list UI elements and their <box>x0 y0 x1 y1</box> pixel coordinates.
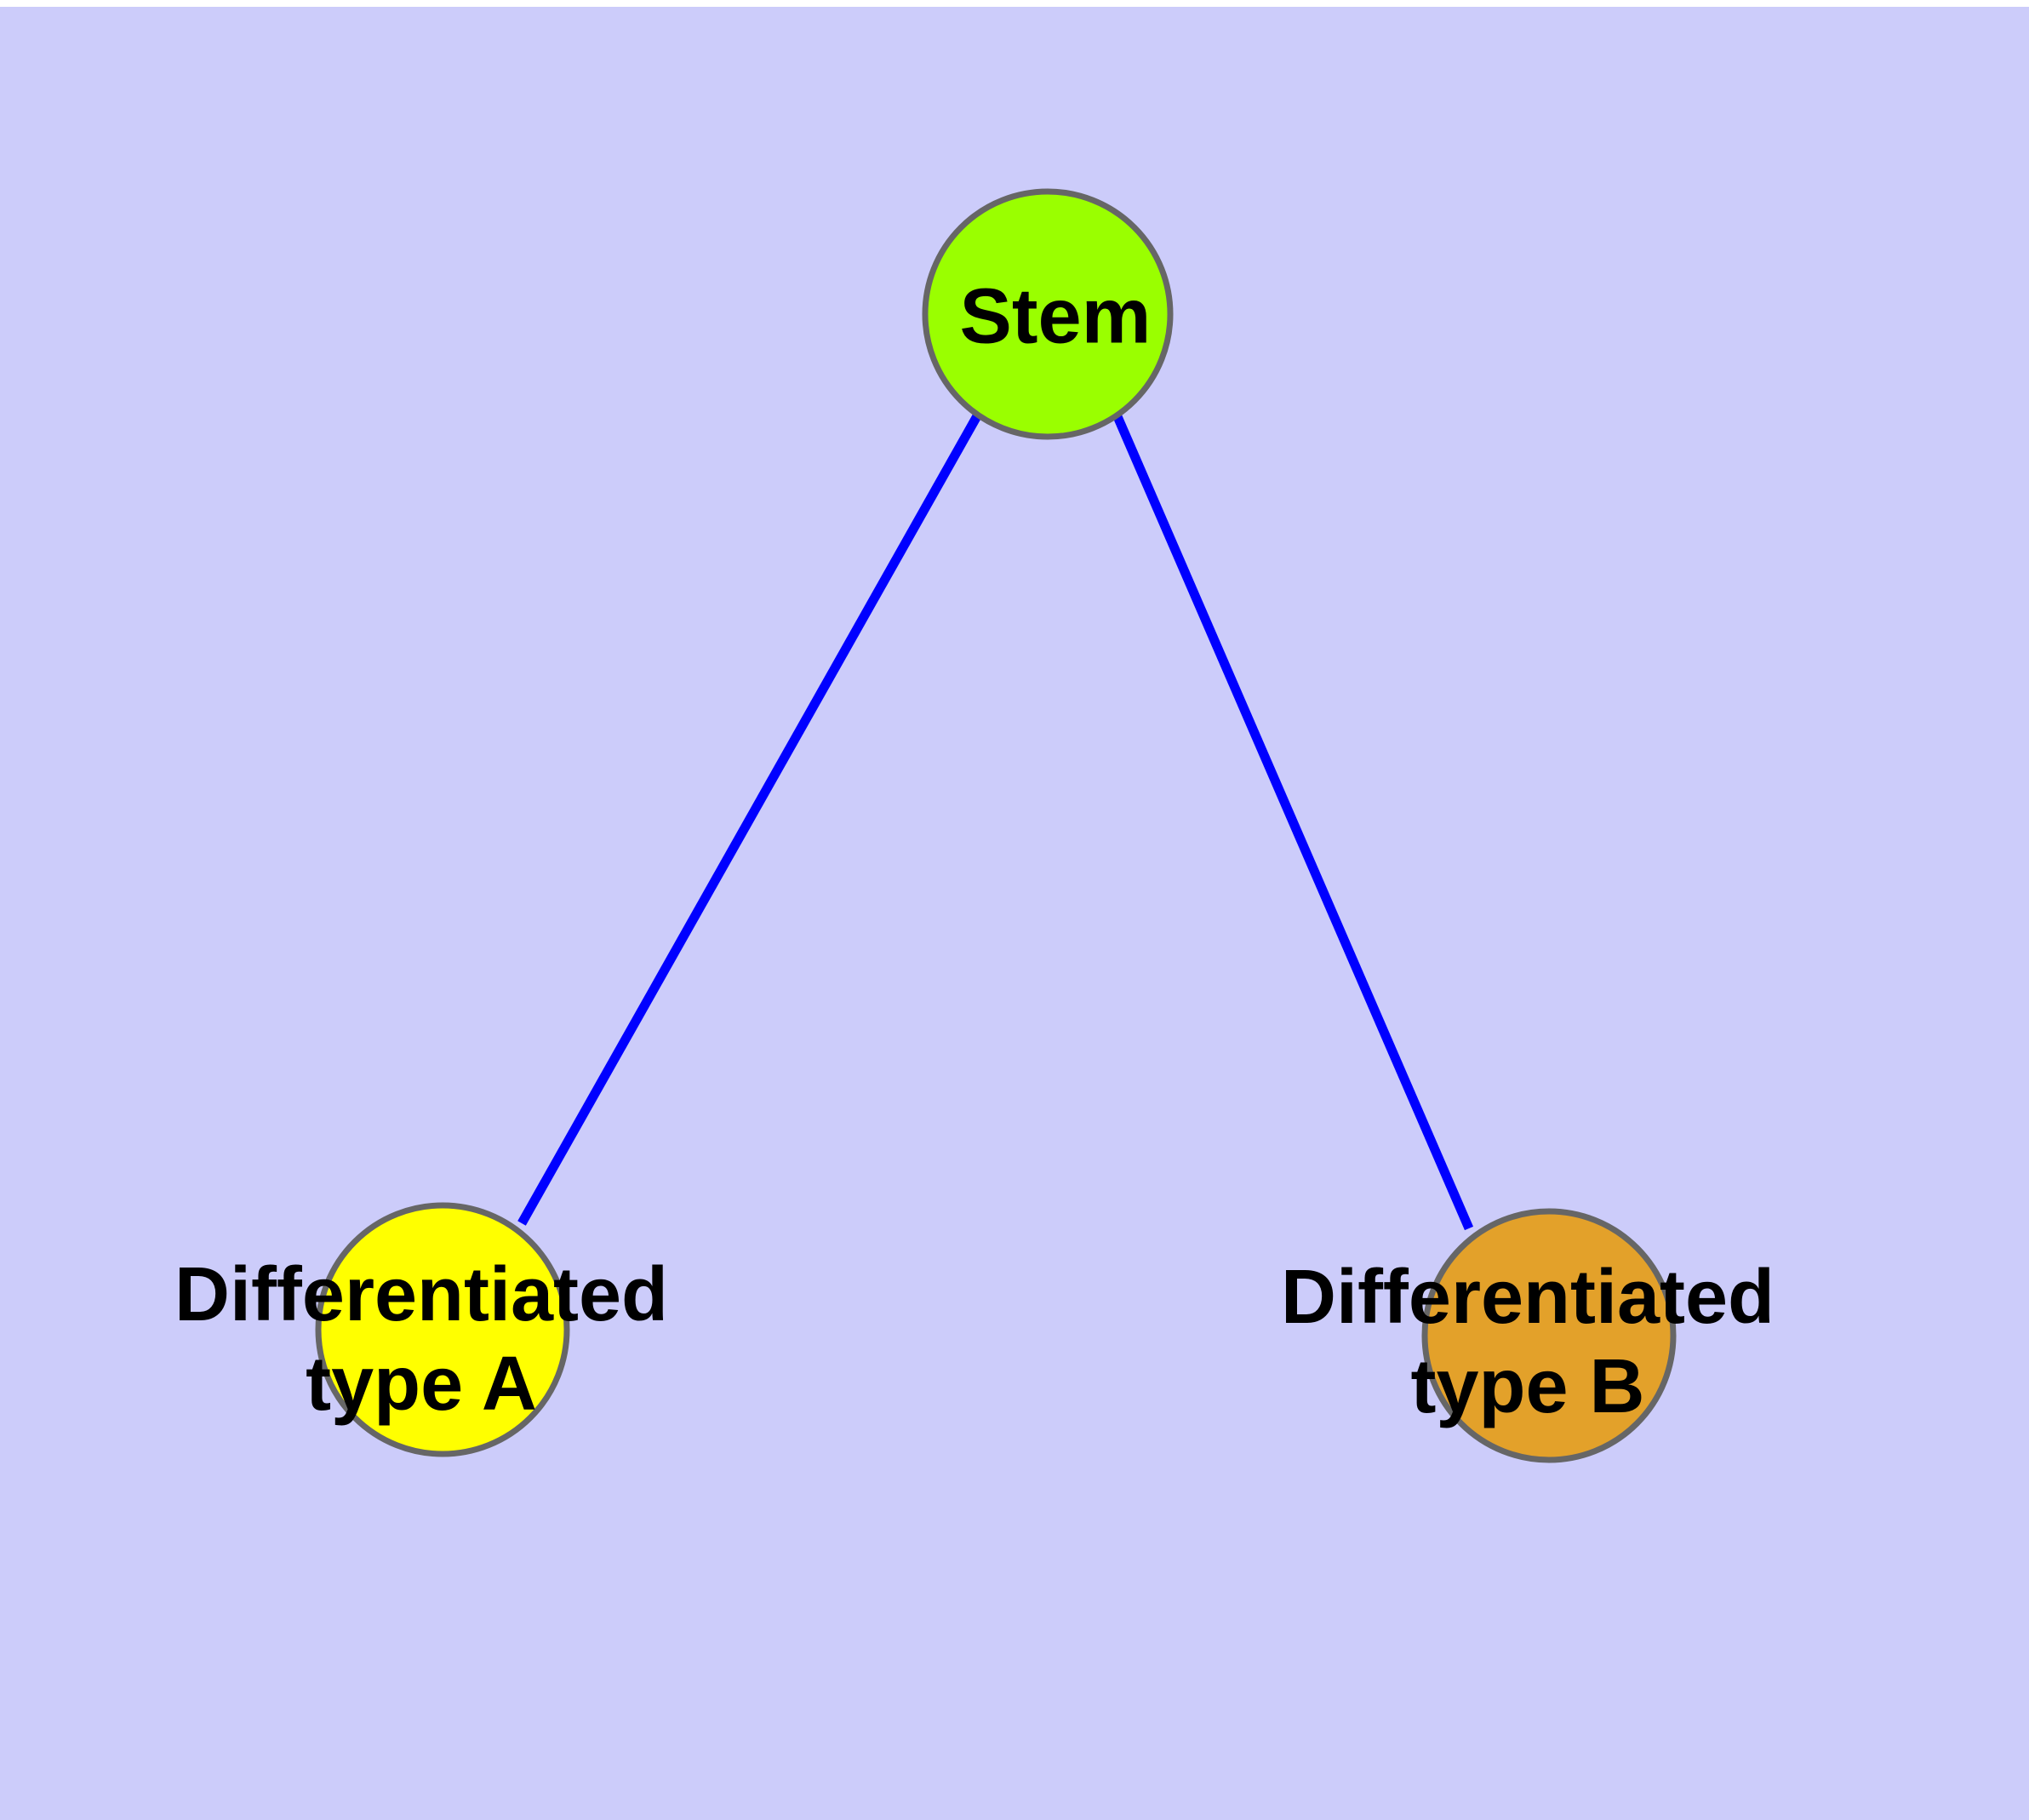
node-circle-differentiated-type-a[interactable] <box>315 1202 570 1457</box>
node-differentiated-type-a[interactable] <box>315 1202 570 1457</box>
node-label-differentiated-type-a-line2: type A <box>306 1342 537 1427</box>
node-label-differentiated-type-b-line2: type B <box>1410 1344 1644 1429</box>
node-circle-stem[interactable] <box>922 188 1174 440</box>
edge-group <box>517 412 1474 1231</box>
node-label-differentiated-type-a-line1: Differentiated <box>174 1252 668 1337</box>
node-label-stem: Stem <box>960 272 1152 359</box>
edge-stem-to-differentiated-type-a[interactable] <box>517 412 982 1226</box>
node-differentiated-type-b[interactable] <box>1421 1208 1677 1463</box>
edge-stem-to-differentiated-type-b[interactable] <box>1112 412 1474 1231</box>
node-label-differentiated-type-b-line1: Differentiated <box>1281 1255 1775 1340</box>
node-stem[interactable] <box>922 188 1174 440</box>
node-circle-differentiated-type-b[interactable] <box>1421 1208 1677 1463</box>
